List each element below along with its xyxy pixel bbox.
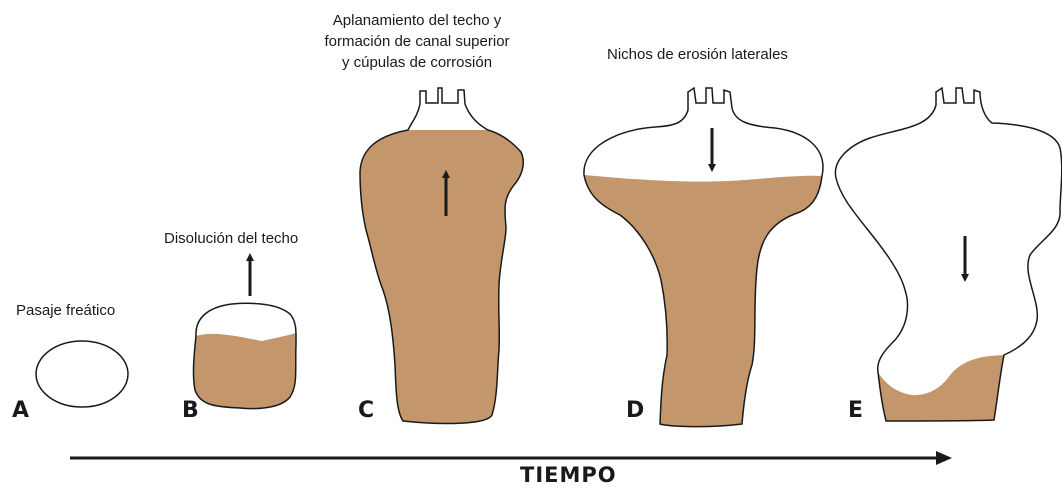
passage-e-outline (834, 86, 1062, 422)
passage-a-outline (35, 340, 129, 408)
passage-c-outline (359, 87, 525, 425)
passage-e-fill (878, 355, 1004, 421)
passage-c-fill (360, 130, 524, 424)
passage-d-outline (583, 86, 824, 428)
time-axis-label: TIEMPO (520, 463, 617, 487)
stage-letter-a: A (12, 398, 30, 423)
stage-letter-e: E (848, 398, 864, 423)
passage-d-fill (584, 175, 822, 427)
label-aplanamiento: Aplanamiento del techo y formación de ca… (304, 10, 530, 73)
stage-letter-d: D (626, 398, 645, 423)
stage-letter-b: B (182, 398, 199, 423)
passage-c (359, 87, 525, 425)
label-aplanamiento-line-3: y cúpulas de corrosión (341, 54, 493, 71)
label-nichos-de-erosion: Nichos de erosión laterales (607, 46, 788, 63)
passage-b-outline (192, 302, 297, 410)
stage-letter-c: C (358, 398, 375, 423)
label-disolucion-del-techo: Disolución del techo (164, 230, 299, 247)
label-aplanamiento-line-1: Aplanamiento del techo y (332, 12, 502, 29)
passage-b-fill (193, 333, 296, 409)
passage-e (834, 86, 1062, 422)
passage-b (192, 253, 297, 410)
time-axis-arrowhead (936, 451, 952, 465)
passage-d (583, 86, 824, 428)
label-aplanamiento-line-2: formación de canal superior (324, 33, 510, 50)
time-axis (70, 451, 952, 465)
label-pasaje-freatico: Pasaje freático (16, 302, 116, 319)
